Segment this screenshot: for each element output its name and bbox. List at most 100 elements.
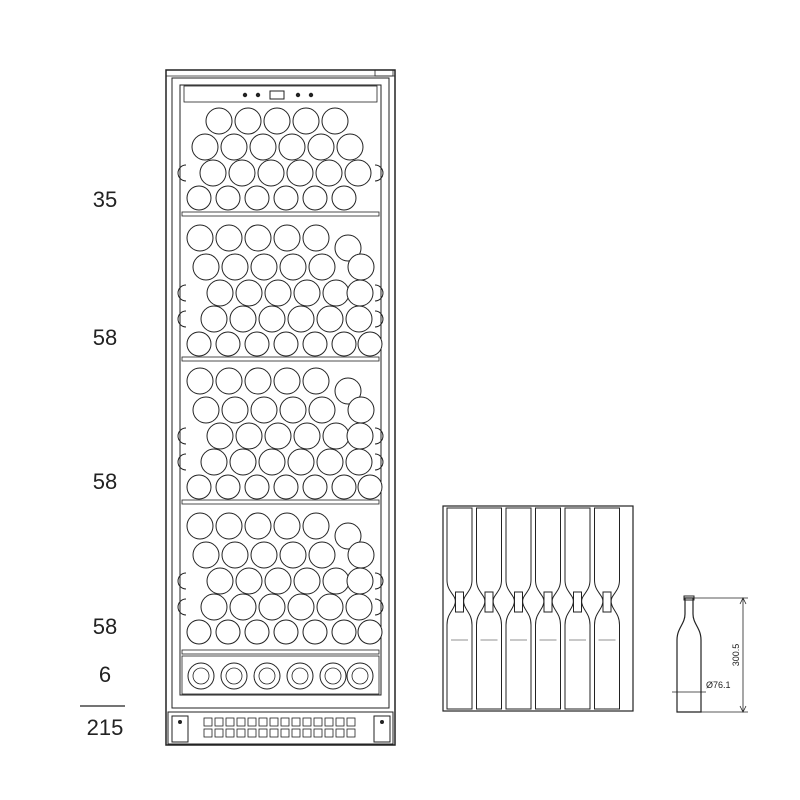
bottle-end: [346, 279, 374, 307]
bottle-end: [186, 331, 212, 357]
vent-slot: [346, 717, 356, 727]
side-bottle-upper: [594, 507, 620, 613]
bottle-end: [321, 107, 349, 135]
bottle-end: [215, 619, 241, 645]
bottle-end: [302, 224, 330, 252]
bottle-end: [287, 593, 315, 621]
bottle-end: [249, 133, 277, 161]
vent-slot: [214, 717, 224, 727]
bottle-end: [316, 593, 344, 621]
bottle-end: [215, 367, 243, 395]
side-bottle-upper: [564, 507, 591, 613]
bottle-end: [234, 107, 262, 135]
bottle-end: [334, 522, 362, 550]
bottle-end: [331, 185, 357, 211]
bottle-end: [191, 133, 219, 161]
bottle-end: [322, 567, 350, 595]
bottle-end: [322, 279, 350, 307]
bottle-end: [302, 185, 328, 211]
bottle-end: [315, 159, 343, 187]
bottle-neck: [374, 453, 384, 471]
bottle-neck: [177, 284, 187, 302]
drawer-bottle: [253, 662, 281, 690]
side-bottle-lower: [535, 591, 561, 710]
bottle-end: [215, 474, 241, 500]
side-bottle-upper: [476, 507, 502, 613]
bottle-outline: [676, 597, 702, 713]
bottle-end: [244, 474, 270, 500]
bottle-end: [192, 253, 220, 281]
bottle-end: [331, 331, 357, 357]
control-button: [255, 92, 261, 98]
bottle-neck: [177, 310, 187, 328]
bottle-neck: [177, 164, 187, 182]
capacity-total: 215: [86, 715, 124, 740]
bottle-end: [273, 474, 299, 500]
bottle-end: [345, 305, 373, 333]
display-window: [269, 90, 285, 100]
bottle-neck: [177, 598, 187, 616]
vent-slot: [236, 717, 246, 727]
bottle-end: [205, 107, 233, 135]
vent-slot: [313, 717, 323, 727]
drawer-bottle-inner: [225, 667, 243, 685]
bottle-end: [357, 474, 383, 500]
vent-slot: [225, 728, 235, 738]
bottle-end: [244, 619, 270, 645]
bottle-end: [264, 567, 292, 595]
bottle-end: [258, 305, 286, 333]
control-panel: [183, 85, 378, 103]
bottle-end: [302, 474, 328, 500]
bottle-end: [302, 619, 328, 645]
bottle-end: [228, 159, 256, 187]
bottle-end: [235, 567, 263, 595]
bottle-end: [357, 619, 383, 645]
bottle-end: [192, 396, 220, 424]
bottle-end: [287, 448, 315, 476]
drawer-bottle-inner: [192, 667, 210, 685]
bottle-end: [257, 159, 285, 187]
bottle-end: [316, 305, 344, 333]
bottle-end: [357, 331, 383, 357]
bottle-end: [302, 512, 330, 540]
bottle-end: [200, 305, 228, 333]
bottle-end: [186, 619, 212, 645]
side-bottle-lower: [564, 591, 591, 710]
bottle-end: [278, 133, 306, 161]
bottle-neck: [374, 572, 384, 590]
vent-slot: [346, 728, 356, 738]
bottle-end: [347, 396, 375, 424]
bottle-neck: [177, 453, 187, 471]
side-bottle-lower: [505, 591, 532, 710]
vent-slot: [236, 728, 246, 738]
vent-slot: [203, 717, 213, 727]
bottle-end: [308, 396, 336, 424]
screw: [380, 720, 384, 724]
vent-slot: [313, 728, 323, 738]
bottle-end: [273, 185, 299, 211]
bottle-end: [215, 331, 241, 357]
bottle-end: [244, 367, 272, 395]
control-button: [242, 92, 248, 98]
bottle-end: [235, 279, 263, 307]
bottle-end: [221, 541, 249, 569]
bottle-end: [287, 305, 315, 333]
bottle-end: [229, 305, 257, 333]
bottle-neck: [374, 427, 384, 445]
bottle-end: [293, 567, 321, 595]
shelf-rail: [181, 499, 380, 505]
shelf-rail: [181, 211, 380, 217]
bottle-neck: [374, 164, 384, 182]
bottle-end: [244, 185, 270, 211]
bottle-end: [347, 541, 375, 569]
bottle-end: [308, 541, 336, 569]
bottle-end: [229, 593, 257, 621]
vent-slot: [335, 717, 345, 727]
bottle-neck: [374, 310, 384, 328]
control-button: [308, 92, 314, 98]
drawer-bottle-inner: [258, 667, 276, 685]
capacity-top: 35: [92, 187, 118, 212]
bottle-end: [258, 593, 286, 621]
